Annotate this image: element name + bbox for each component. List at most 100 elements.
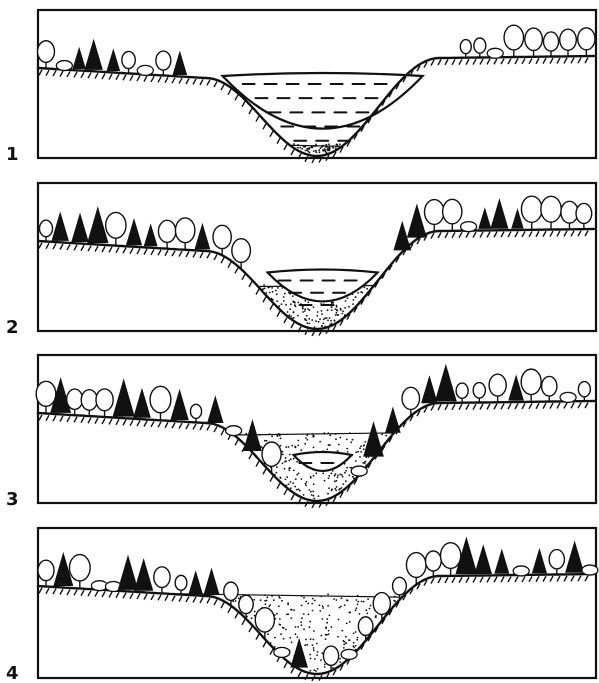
panel-number-3: 3 bbox=[6, 489, 19, 510]
deciduous-tree bbox=[424, 200, 443, 225]
deciduous-tree bbox=[255, 608, 274, 632]
deciduous-tree bbox=[543, 32, 558, 51]
deciduous-tree bbox=[38, 560, 54, 580]
deciduous-tree bbox=[38, 41, 55, 63]
deciduous-tree bbox=[441, 543, 461, 569]
deciduous-tree bbox=[443, 199, 462, 224]
shrub bbox=[351, 466, 367, 476]
panel-3-scene bbox=[36, 355, 596, 508]
vegetation bbox=[40, 196, 592, 269]
conifer-tree bbox=[73, 49, 85, 69]
conifer-tree bbox=[52, 213, 68, 240]
panel-2-scene bbox=[38, 183, 596, 336]
deciduous-tree bbox=[156, 51, 171, 70]
stage-panel-3: 3 bbox=[6, 355, 596, 510]
stage-panel-2: 2 bbox=[6, 183, 596, 338]
deciduous-tree bbox=[576, 203, 592, 223]
shrub bbox=[582, 565, 598, 575]
deciduous-tree bbox=[262, 442, 281, 466]
deciduous-tree bbox=[560, 29, 577, 50]
deciduous-tree bbox=[460, 40, 471, 54]
stage-panel-4: 4 bbox=[6, 528, 598, 683]
deciduous-tree bbox=[175, 218, 194, 243]
deciduous-tree bbox=[521, 369, 541, 394]
conifer-tree bbox=[127, 220, 142, 245]
deciduous-tree bbox=[504, 25, 523, 50]
panel-number-2: 2 bbox=[6, 317, 19, 338]
conifer-tree bbox=[475, 546, 491, 574]
conifer-tree bbox=[195, 225, 209, 249]
shrub bbox=[137, 65, 153, 75]
conifer-tree bbox=[386, 408, 400, 432]
deciduous-tree bbox=[489, 374, 506, 396]
conifer-tree bbox=[134, 390, 150, 418]
shrub bbox=[274, 647, 290, 657]
conifer-tree bbox=[118, 556, 137, 589]
deciduous-tree bbox=[578, 382, 590, 397]
deciduous-tree bbox=[213, 225, 231, 248]
deciduous-tree bbox=[473, 383, 485, 399]
deciduous-tree bbox=[474, 38, 486, 53]
vegetation bbox=[38, 25, 595, 75]
conifer-tree bbox=[85, 40, 102, 69]
deciduous-tree bbox=[158, 220, 175, 242]
deciduous-tree bbox=[541, 196, 561, 222]
panel-number-1: 1 bbox=[6, 144, 19, 165]
shrub bbox=[461, 222, 477, 232]
deciduous-tree bbox=[175, 575, 187, 590]
deciduous-tree bbox=[406, 553, 426, 578]
conifer-tree bbox=[436, 366, 457, 401]
conifer-tree bbox=[72, 214, 88, 241]
deciduous-tree bbox=[154, 567, 170, 588]
deciduous-tree bbox=[232, 239, 251, 263]
conifer-tree bbox=[479, 209, 491, 228]
conifer-tree bbox=[144, 225, 156, 246]
conifer-tree bbox=[408, 205, 427, 237]
deciduous-tree bbox=[323, 646, 338, 665]
deciduous-tree bbox=[549, 550, 564, 569]
deciduous-tree bbox=[239, 595, 253, 613]
shrub bbox=[341, 649, 357, 659]
conifer-tree bbox=[566, 542, 584, 572]
deciduous-tree bbox=[224, 582, 238, 600]
deciduous-tree bbox=[36, 381, 56, 406]
deciduous-tree bbox=[578, 28, 595, 50]
conifer-tree bbox=[107, 50, 119, 70]
deciduous-tree bbox=[150, 386, 171, 412]
shrub bbox=[226, 426, 242, 436]
deciduous-tree bbox=[40, 220, 53, 237]
deciduous-tree bbox=[122, 51, 135, 68]
conifer-tree bbox=[135, 560, 153, 591]
conifer-tree bbox=[491, 200, 508, 228]
conifer-tree bbox=[189, 572, 202, 593]
panel-number-4: 4 bbox=[6, 663, 19, 683]
deciduous-tree bbox=[393, 577, 407, 595]
shrub bbox=[56, 61, 72, 71]
deciduous-tree bbox=[542, 376, 557, 396]
deciduous-tree bbox=[456, 383, 468, 398]
panel-1-scene bbox=[38, 10, 596, 163]
shrub bbox=[487, 48, 503, 58]
conifer-tree bbox=[113, 380, 134, 416]
conifer-tree bbox=[495, 550, 509, 573]
conifer-tree bbox=[422, 377, 437, 403]
panel-4-scene bbox=[38, 528, 598, 681]
deciduous-tree bbox=[106, 212, 126, 238]
deciduous-tree bbox=[358, 617, 373, 636]
deciduous-tree bbox=[67, 389, 83, 409]
conifer-tree bbox=[88, 208, 108, 243]
deciduous-tree bbox=[402, 387, 419, 409]
conifer-tree bbox=[533, 550, 547, 573]
conifer-tree bbox=[204, 569, 219, 594]
deciduous-tree bbox=[81, 390, 97, 411]
deciduous-tree bbox=[69, 555, 90, 581]
deciduous-tree bbox=[373, 593, 390, 615]
conifer-tree bbox=[208, 397, 223, 422]
deciduous-tree bbox=[521, 196, 542, 222]
shrub bbox=[560, 392, 576, 402]
conifer-tree bbox=[171, 391, 188, 420]
shrub bbox=[513, 566, 529, 576]
deciduous-tree bbox=[525, 28, 543, 50]
deciduous-tree bbox=[425, 551, 441, 571]
